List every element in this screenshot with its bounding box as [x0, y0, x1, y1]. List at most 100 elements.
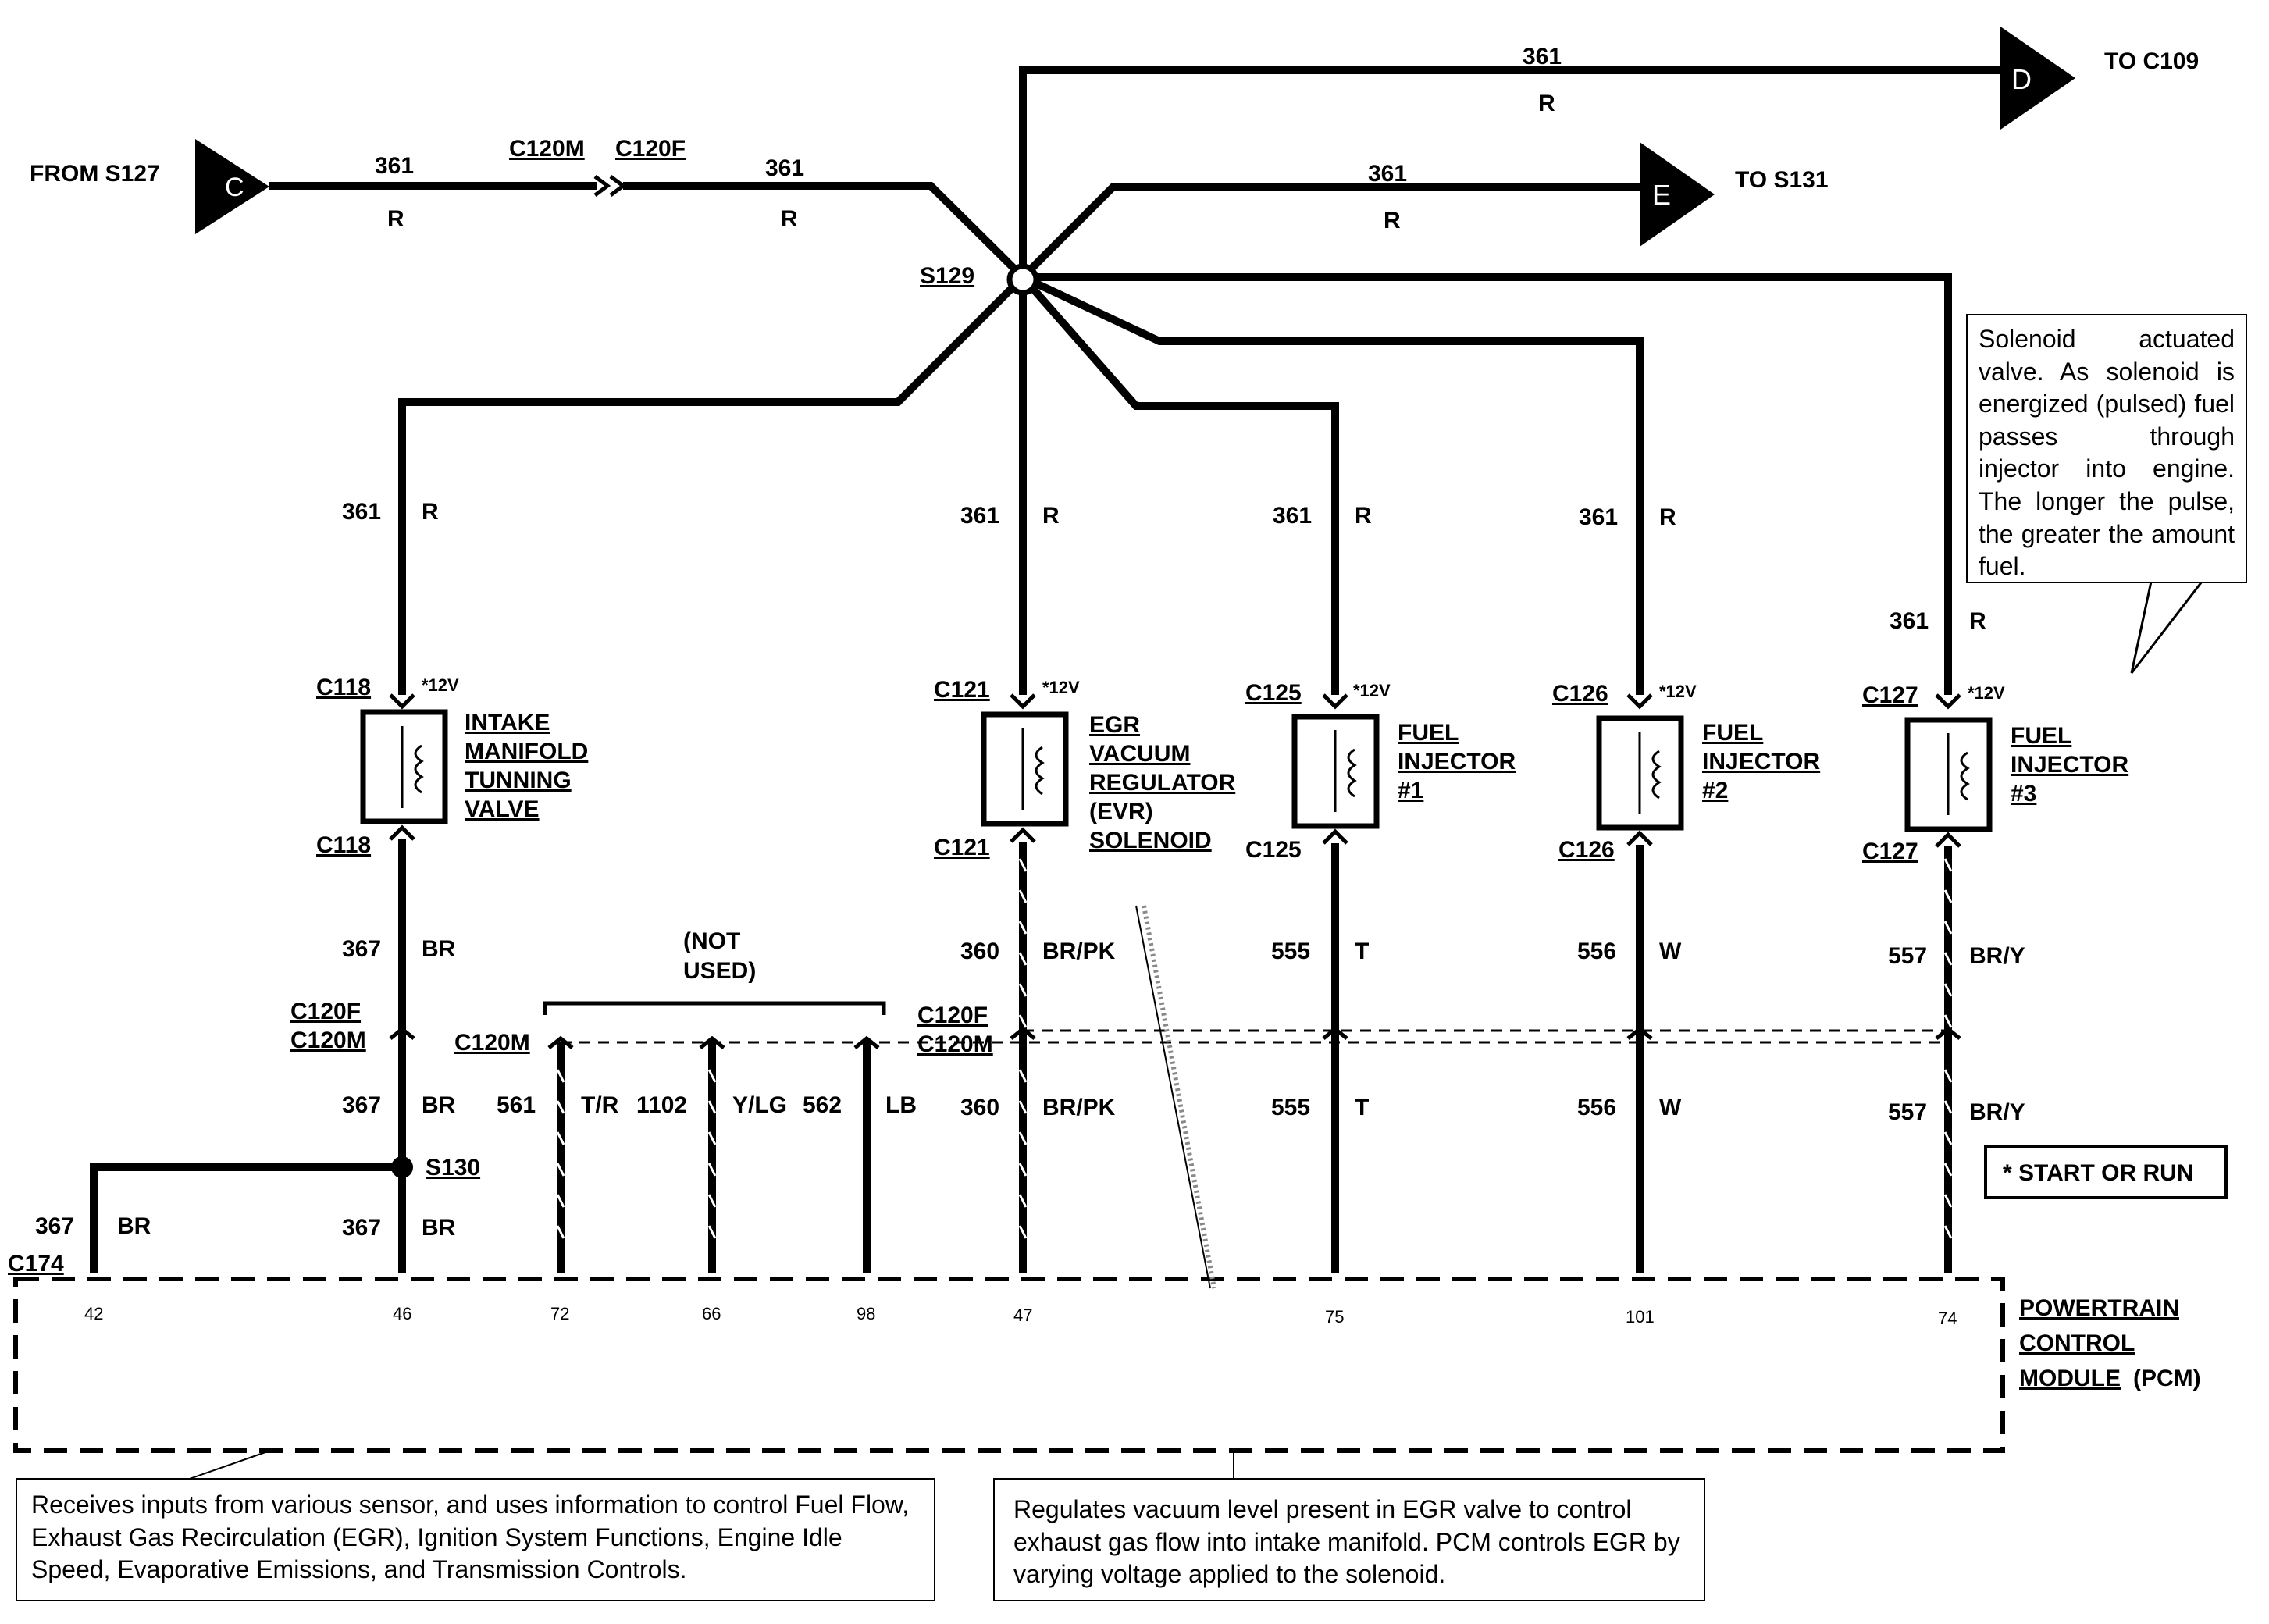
evr-name-3: REGULATOR [1089, 770, 1236, 796]
connector-c-label: C [225, 173, 244, 202]
color-ylg: Y/LG [732, 1092, 787, 1118]
inj1-c125-bottom: C125 [1245, 837, 1302, 863]
inj3-name-2: INJECTOR [2011, 752, 2128, 778]
c120m-evr-label: C120M [917, 1031, 993, 1057]
imtv-12v: *12V [422, 675, 459, 695]
inj2-12v: *12V [1659, 682, 1697, 701]
evr-circuit-360-lower: 360 [960, 1095, 999, 1120]
from-s127-label: FROM S127 [30, 161, 160, 187]
pcm-pin-72: 72 [550, 1304, 569, 1323]
legend-box [1984, 1145, 2228, 1199]
inj2-circuit-556-upper: 556 [1577, 938, 1616, 964]
imtv-c118-top: C118 [316, 675, 371, 700]
evr-note-pointer [1135, 905, 1211, 1289]
imtv-c118-bottom: C118 [316, 832, 371, 858]
top-color-1: R [387, 206, 404, 232]
color-br-lower: BR [422, 1092, 456, 1118]
pcm-title-abbr: (PCM) [2133, 1366, 2201, 1391]
connector-e-label: E [1652, 179, 1671, 211]
c120m-mid-label: C120M [454, 1030, 530, 1056]
circuit-561: 561 [497, 1092, 536, 1118]
pcm-pin-66: 66 [702, 1304, 721, 1323]
pcm-note: Receives inputs from various sensor, and… [16, 1478, 935, 1601]
inj1-circuit-555-lower: 555 [1271, 1095, 1310, 1120]
circuit-367-c174: 367 [35, 1213, 74, 1239]
inj3-color-upper: R [1969, 608, 1986, 634]
pcm-pin-42: 42 [84, 1304, 103, 1323]
not-used-label-2: USED) [683, 958, 756, 984]
c120f-left-label: C120F [290, 999, 361, 1024]
evr-c121-bottom: C121 [934, 835, 990, 860]
splice-s129 [1006, 263, 1039, 296]
inj2-name-3: #2 [1702, 778, 1728, 803]
inj1-name-3: #1 [1398, 778, 1423, 803]
injector-note-pointer [2130, 581, 2203, 674]
not-used-label-1: (NOT [683, 928, 740, 954]
wire-361-inj2 [1021, 273, 1644, 695]
inj2-component [1596, 693, 1684, 846]
imtv-component [360, 693, 448, 841]
top-c120m-label: C120M [509, 136, 585, 162]
inj3-c127-top: C127 [1862, 682, 1918, 708]
pcm-pin-46: 46 [393, 1304, 411, 1323]
imtv-name-4: VALVE [465, 796, 540, 822]
inj1-color-t-upper: T [1355, 938, 1369, 964]
wire-361-to-e [1020, 183, 1640, 280]
connector-d-triangle [2000, 27, 2075, 130]
c174-label: C174 [8, 1251, 64, 1277]
circuit-367-lower: 367 [342, 1092, 381, 1118]
imtv-name-1: INTAKE [465, 710, 550, 735]
connector-c120-symbol [593, 175, 627, 197]
imtv-name-3: TUNNING [465, 767, 572, 793]
pcm-pin-98: 98 [857, 1304, 875, 1323]
pcm-pin-74: 74 [1938, 1309, 1957, 1328]
pcm-title-3: MODULE [2019, 1366, 2121, 1391]
pcm-pin-75: 75 [1325, 1307, 1344, 1327]
c120-connector-marks [389, 1026, 1961, 1049]
c120m-left-label: C120M [290, 1027, 366, 1053]
inj1-circuit-555-upper: 555 [1271, 938, 1310, 964]
inj1-c125-top: C125 [1245, 680, 1302, 706]
evr-color-brpk-lower: BR/PK [1042, 1095, 1116, 1120]
evr-circuit-360-upper: 360 [960, 938, 999, 964]
top-circuit-d: 361 [1523, 44, 1562, 69]
c120f-evr-label: C120F [917, 1003, 988, 1028]
wire-stripes [556, 858, 1953, 1239]
top-color-2: R [781, 206, 798, 232]
inj1-12v: *12V [1353, 681, 1391, 700]
top-circuit-2: 361 [765, 155, 804, 181]
wire-361-inj3 [1023, 273, 1952, 695]
connector-d-label: D [2011, 63, 2032, 95]
splice-s130 [391, 1156, 413, 1178]
inj3-circuit-557-upper: 557 [1888, 943, 1927, 969]
color-lb: LB [885, 1092, 917, 1118]
pcm-box [13, 1277, 2005, 1453]
inj3-color-bry-lower: BR/Y [1969, 1099, 2025, 1125]
to-s131-label: TO S131 [1735, 167, 1829, 193]
evr-12v: *12V [1042, 678, 1080, 697]
evr-component [981, 693, 1069, 843]
evr-color-upper: R [1042, 503, 1060, 529]
connector-e-triangle [1640, 142, 1715, 247]
imtv-color-br: BR [422, 936, 456, 962]
pcm-pin-47: 47 [1013, 1305, 1032, 1325]
inj2-color-w-lower: W [1659, 1095, 1682, 1120]
inj3-circuit-557-lower: 557 [1888, 1099, 1927, 1125]
evr-name-1: EGR [1089, 712, 1140, 738]
circuit-1102: 1102 [636, 1092, 687, 1118]
inj2-name-1: FUEL [1702, 720, 1763, 746]
imtv-color-upper: R [422, 499, 439, 525]
inj2-name-2: INJECTOR [1702, 749, 1820, 775]
inj3-name-3: #3 [2011, 781, 2036, 807]
top-c120f-label: C120F [615, 136, 686, 162]
color-br-pcm: BR [422, 1215, 456, 1241]
wire-361-to-s129 [623, 182, 1026, 280]
inj3-c127-bottom: C127 [1862, 839, 1918, 864]
imtv-circuit-upper: 361 [342, 499, 381, 525]
top-circuit-e: 361 [1368, 161, 1407, 187]
wire-361-to-d [1019, 66, 2000, 277]
top-color-d: R [1538, 91, 1555, 116]
pcm-pin-101: 101 [1626, 1307, 1655, 1327]
inj3-component [1904, 693, 1993, 848]
